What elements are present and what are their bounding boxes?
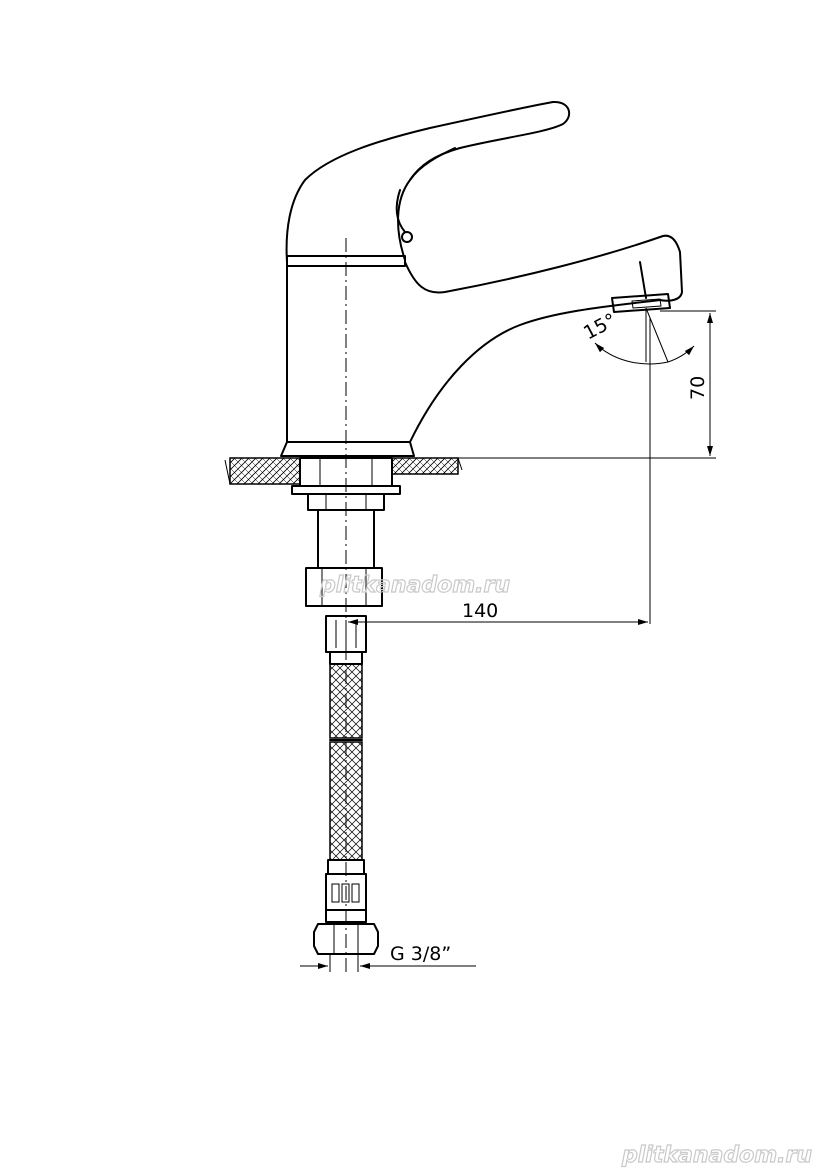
angle-dimension	[594, 307, 695, 365]
watermark-corner: plitkanadom.ru	[621, 1143, 812, 1168]
height-label: 70	[687, 376, 709, 400]
connection-label: G 3/8”	[390, 943, 451, 965]
countertop-section	[224, 457, 463, 485]
faucet-body	[280, 261, 415, 457]
connection-dimension	[300, 954, 476, 972]
reach-dimension	[348, 318, 651, 625]
angle-label: 15°	[580, 309, 620, 344]
reach-label: 140	[462, 600, 498, 622]
lever-handle	[285, 100, 571, 263]
height-dimension	[414, 310, 716, 459]
watermark-center: plitkanadom.ru	[319, 573, 510, 598]
spout	[404, 234, 683, 443]
